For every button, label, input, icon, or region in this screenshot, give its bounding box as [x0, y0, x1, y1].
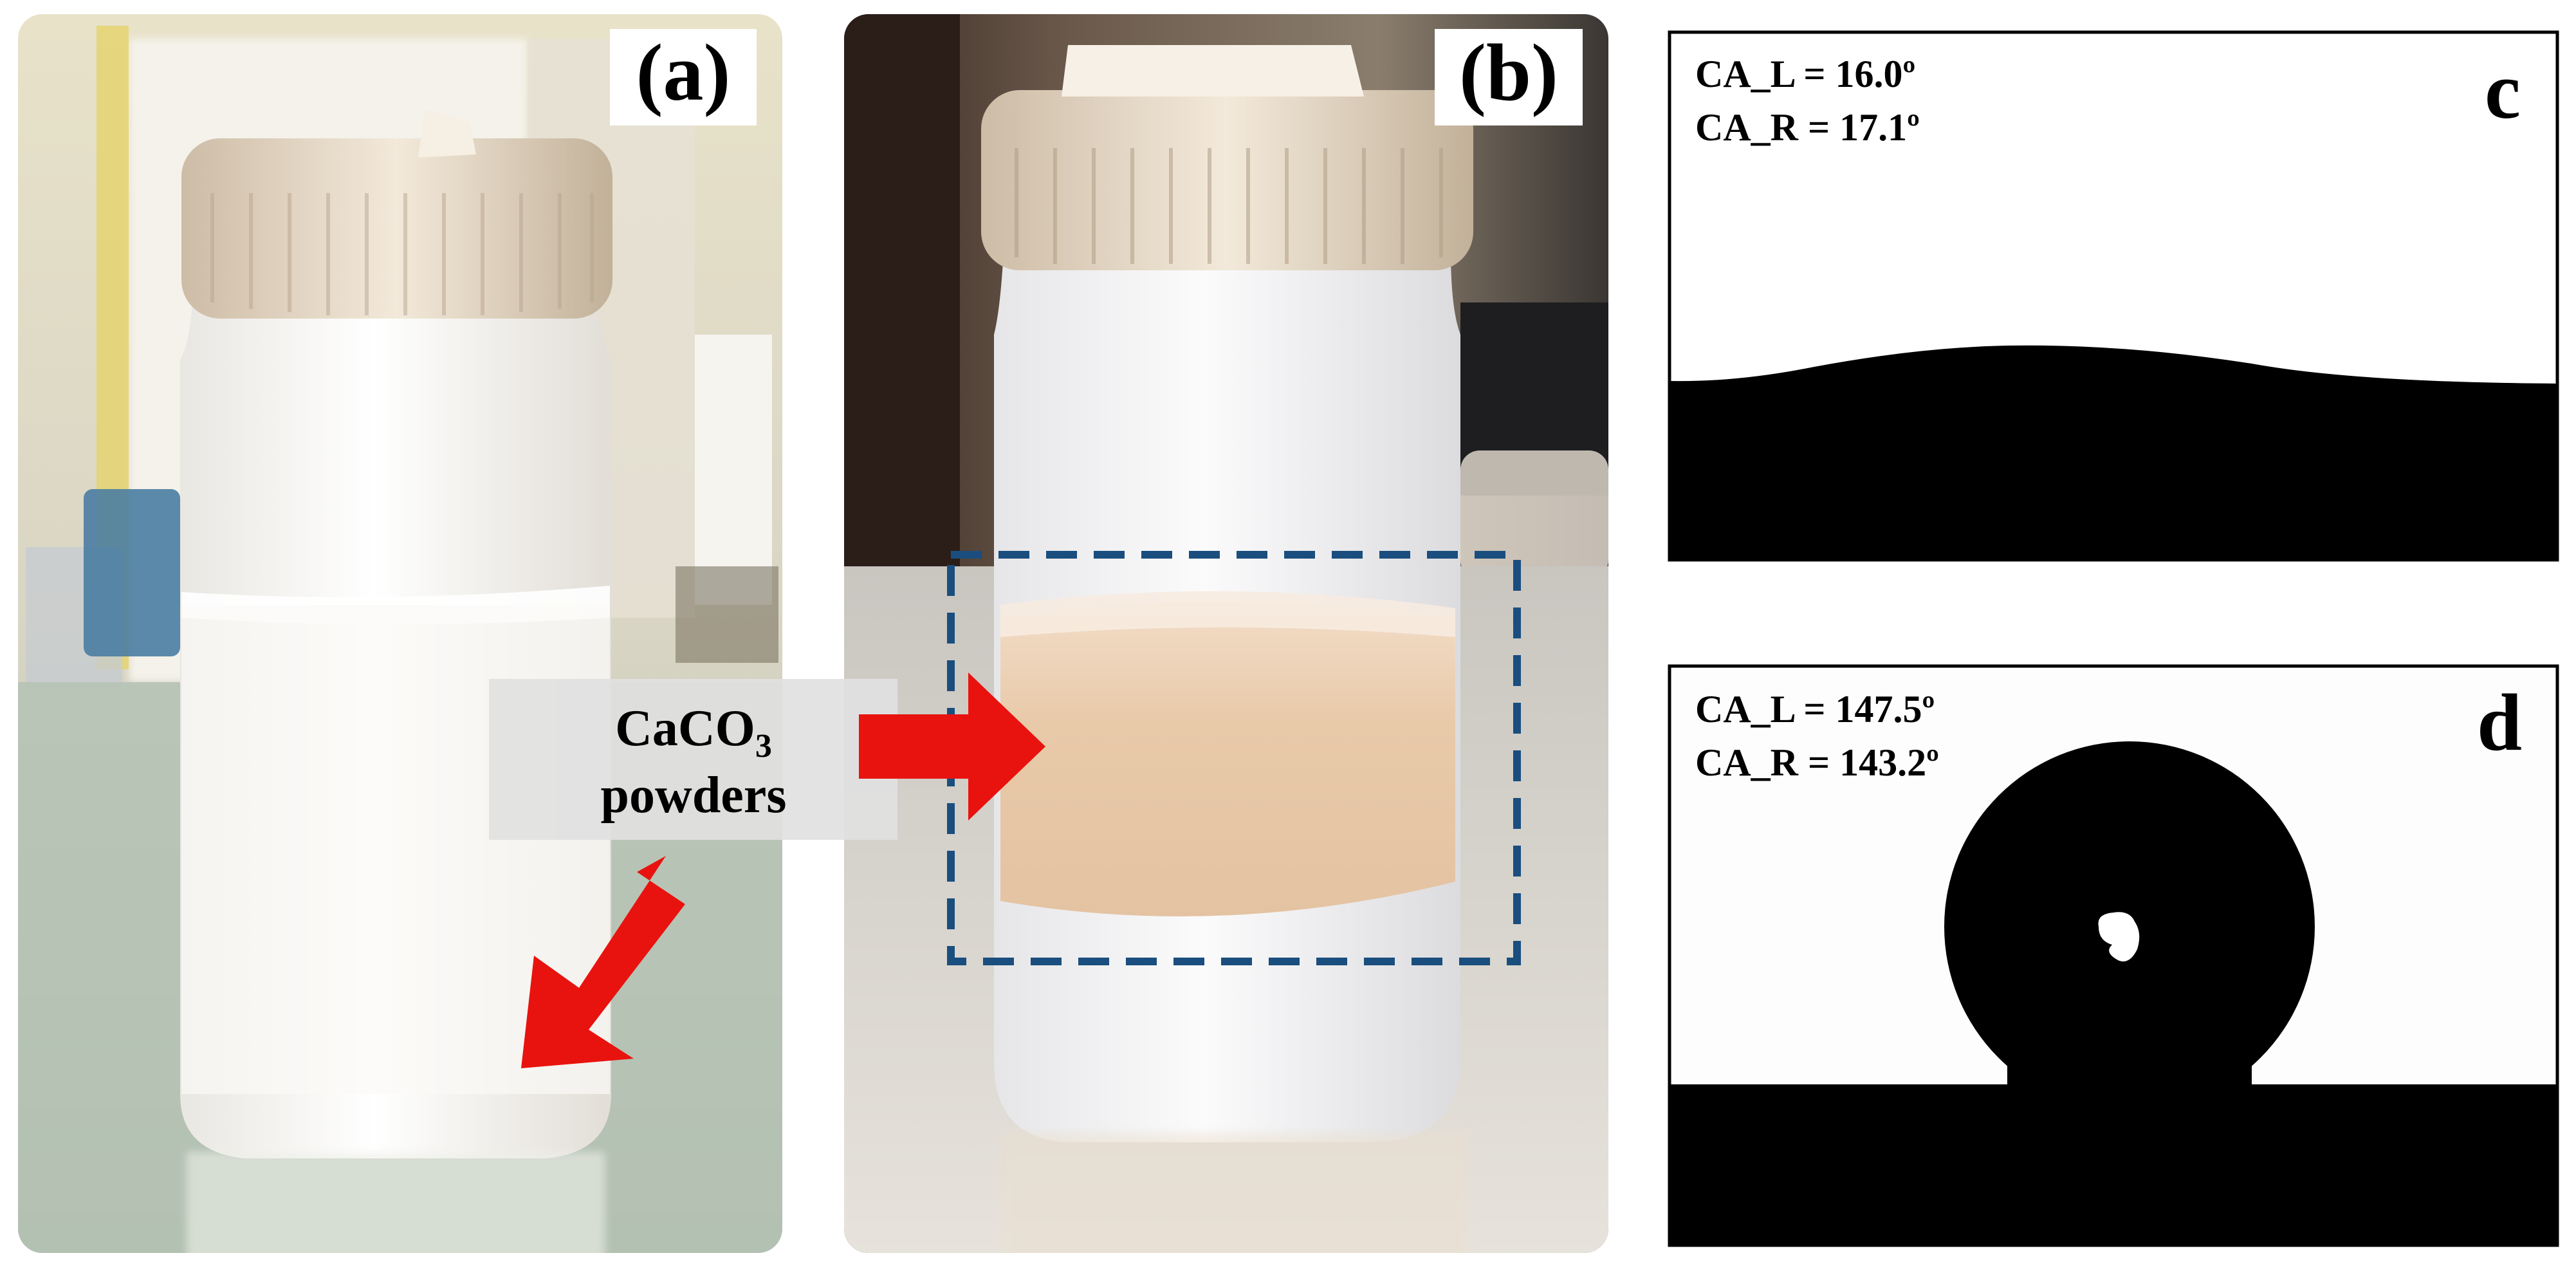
panel-d: CA_L = 147.5º CA_R = 143.2º d	[1668, 664, 2559, 1247]
panel-a-label-box: (a)	[610, 28, 757, 125]
panel-d-label: d	[2477, 678, 2522, 768]
panel-a-label: (a)	[636, 28, 731, 118]
droplet-reflection	[2098, 912, 2140, 961]
callout-box: CaCO3 powders	[489, 679, 897, 840]
callout-line1-main: CaCO	[615, 700, 755, 757]
thin-film-droplet	[1671, 345, 2556, 559]
sediment-layer	[1000, 602, 1455, 916]
arrow-down-left	[521, 856, 685, 1068]
panel-b-label: (b)	[1459, 28, 1558, 118]
callout-line1-subscript: 3	[755, 728, 772, 765]
panel-c-label: c	[2485, 46, 2521, 136]
panel-c-ca-left: CA_L = 16.0º	[1695, 53, 1915, 95]
bottle-cap-a	[181, 138, 612, 319]
arrow-right	[859, 673, 1045, 821]
svg-text:CaCO3: CaCO3	[615, 700, 772, 765]
panel-c-ca-right: CA_R = 17.1º	[1695, 106, 1920, 149]
panel-c: CA_L = 16.0º CA_R = 17.1º c	[1668, 30, 2559, 562]
panel-a-photo	[18, 14, 782, 1253]
panel-d-ca-left: CA_L = 147.5º	[1695, 688, 1935, 730]
panel-d-ca-right: CA_R = 143.2º	[1695, 741, 1939, 784]
callout-line2: powders	[601, 767, 787, 824]
bottle-cap-b	[981, 90, 1473, 270]
panel-b-label-box: (b)	[1435, 28, 1583, 125]
panel-b-photo	[844, 14, 1608, 1253]
